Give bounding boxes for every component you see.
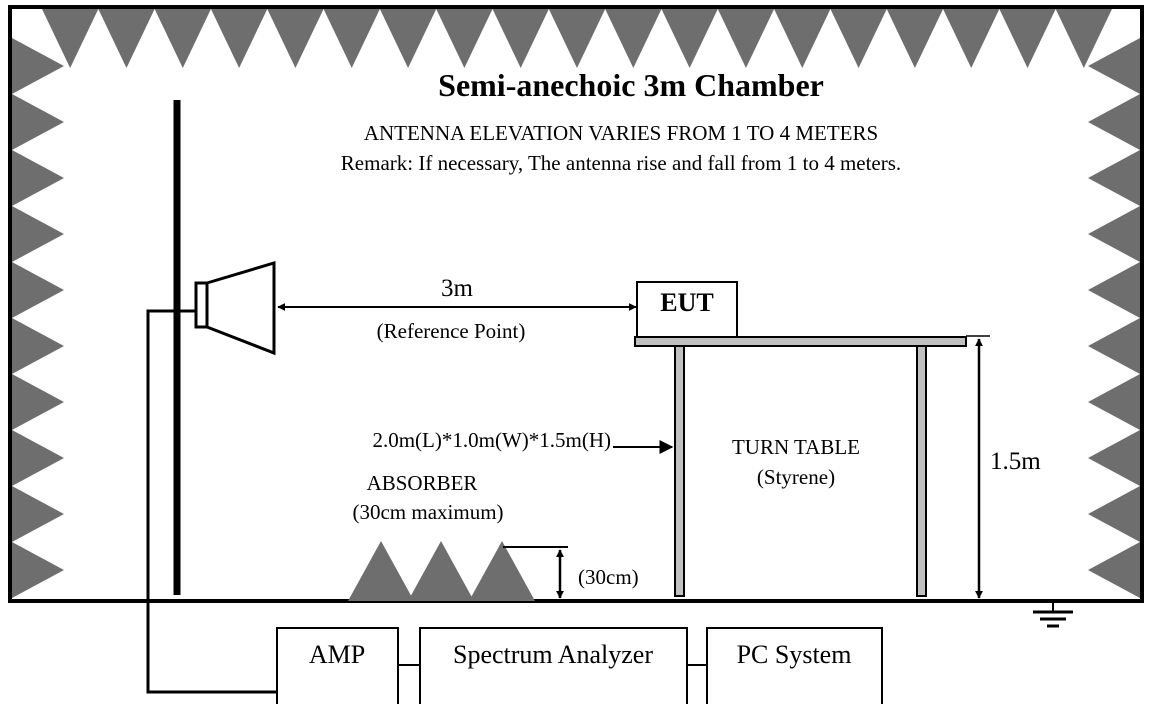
absorber-cone xyxy=(12,262,64,318)
absorber-cone xyxy=(492,9,549,68)
absorber-cone xyxy=(1088,206,1140,262)
absorber-cone xyxy=(1088,486,1140,542)
absorber-cone xyxy=(886,9,944,68)
absorber-cone xyxy=(1088,542,1140,598)
table-dimensions-label: 2.0m(L)*1.0m(W)*1.5m(H) xyxy=(372,428,611,452)
absorber-cone xyxy=(1088,318,1140,374)
absorber-cone xyxy=(1088,150,1140,206)
diagram-title: Semi-anechoic 3m Chamber xyxy=(438,67,824,103)
absorber-cone xyxy=(42,9,99,68)
table-height-label: 1.5m xyxy=(990,448,1041,475)
absorber-cone xyxy=(999,9,1056,68)
absorber-cone xyxy=(774,9,831,68)
absorber-cone xyxy=(154,9,211,68)
absorber-cones-ceiling xyxy=(42,9,1112,68)
ground-symbol-icon xyxy=(1033,601,1073,628)
absorber-cone xyxy=(12,430,64,486)
absorber-cone xyxy=(717,9,775,68)
absorber-cone xyxy=(98,9,155,68)
turn-table-label: TURN TABLE xyxy=(732,435,860,459)
absorber-cone xyxy=(1088,430,1140,486)
absorber-cone xyxy=(267,9,324,68)
spectrum-analyzer-box xyxy=(419,627,688,704)
absorber-cone xyxy=(1088,374,1140,430)
turn-table xyxy=(634,336,967,597)
spectrum-analyzer-label: Spectrum Analyzer xyxy=(453,640,653,669)
absorber-cones-right-wall xyxy=(1088,38,1140,598)
amp-label: AMP xyxy=(309,640,365,669)
absorber-cone xyxy=(12,374,64,430)
absorber-cone xyxy=(12,38,64,94)
eut-box xyxy=(636,281,738,338)
absorber-cone xyxy=(1088,38,1140,94)
reference-point-label: (Reference Point) xyxy=(377,319,526,343)
absorber-cone xyxy=(1088,94,1140,150)
antenna-elevation-note: ANTENNA ELEVATION VARIES FROM 1 TO 4 MET… xyxy=(364,121,878,145)
absorber-cone xyxy=(210,9,268,68)
turn-table-material: (Styrene) xyxy=(757,465,835,489)
absorber-cone xyxy=(1055,9,1112,68)
eut-label: EUT xyxy=(660,288,713,317)
absorber-cone xyxy=(323,9,380,68)
absorber-cone xyxy=(1088,262,1140,318)
equipment-chain xyxy=(276,627,883,704)
absorber-cone xyxy=(12,94,64,150)
pc-system-box xyxy=(706,627,883,704)
absorber-cone xyxy=(661,9,718,68)
absorber-cone xyxy=(12,318,64,374)
absorber-cone xyxy=(12,150,64,206)
absorber-cone xyxy=(379,9,437,68)
chamber-wall xyxy=(8,5,1144,603)
absorber-cone xyxy=(605,9,662,68)
absorber-cone xyxy=(436,9,493,68)
absorber-cone xyxy=(12,486,64,542)
floor-absorbers xyxy=(348,541,535,601)
absorber-height-label: (30cm) xyxy=(578,565,639,589)
absorber-cone xyxy=(548,9,606,68)
absorber-cone xyxy=(12,542,64,598)
absorber-cone xyxy=(830,9,887,68)
pc-system-label: PC System xyxy=(737,640,852,669)
antenna-cable xyxy=(146,309,276,694)
absorber-note: (30cm maximum) xyxy=(352,500,503,524)
absorber-cone xyxy=(12,206,64,262)
remark-text: Remark: If necessary, The antenna rise a… xyxy=(341,151,901,175)
absorber-cones-left-wall xyxy=(12,38,64,598)
distance-label: 3m xyxy=(441,275,474,302)
amp-box xyxy=(276,627,399,704)
absorber-cone xyxy=(943,9,1000,68)
absorber-label: ABSORBER xyxy=(367,471,478,495)
horn-antenna-icon xyxy=(194,260,276,356)
